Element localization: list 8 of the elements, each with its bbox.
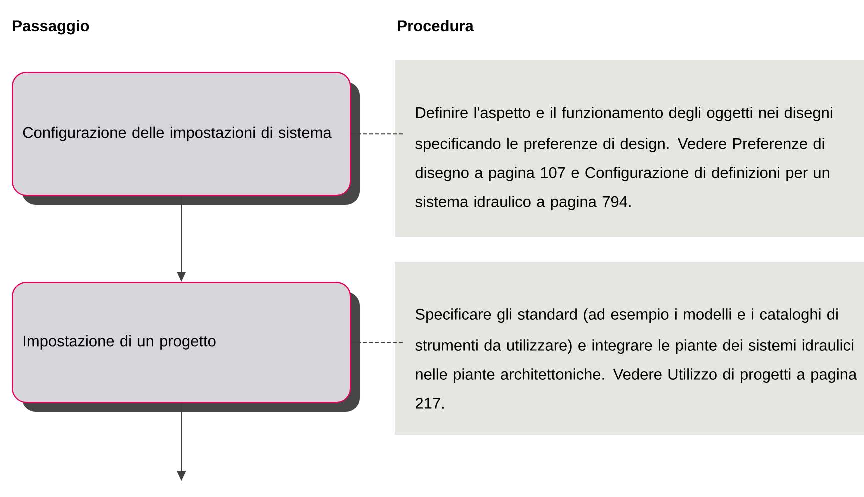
process-box: Impostazione di un progetto — [12, 282, 360, 412]
process-box: Configurazione delle impostazioni di sistema — [12, 72, 360, 205]
column-heading: Procedura — [398, 20, 474, 32]
procedure-panel: Definire l'aspetto e il funzionamento degli oggetti nei disegni specificando le preferenze di design. Vedere Preferenze di disegno a pagina 107 e Configurazione di definizioni per un sistema idraulico a pagina 794. — [395, 60, 864, 237]
procedure-panel: Specificare gli standard (ad esempio i modelli e i cataloghi di strumenti da utilizzare) e integrare le piante dei sistemi idraulici nelle piante architettoniche. Vedere Utilizzo di progetti a pagina 217. — [395, 262, 864, 435]
column-heading: Passaggio — [13, 20, 90, 35]
connector-line — [350, 342, 406, 344]
connector-line — [350, 134, 406, 135]
